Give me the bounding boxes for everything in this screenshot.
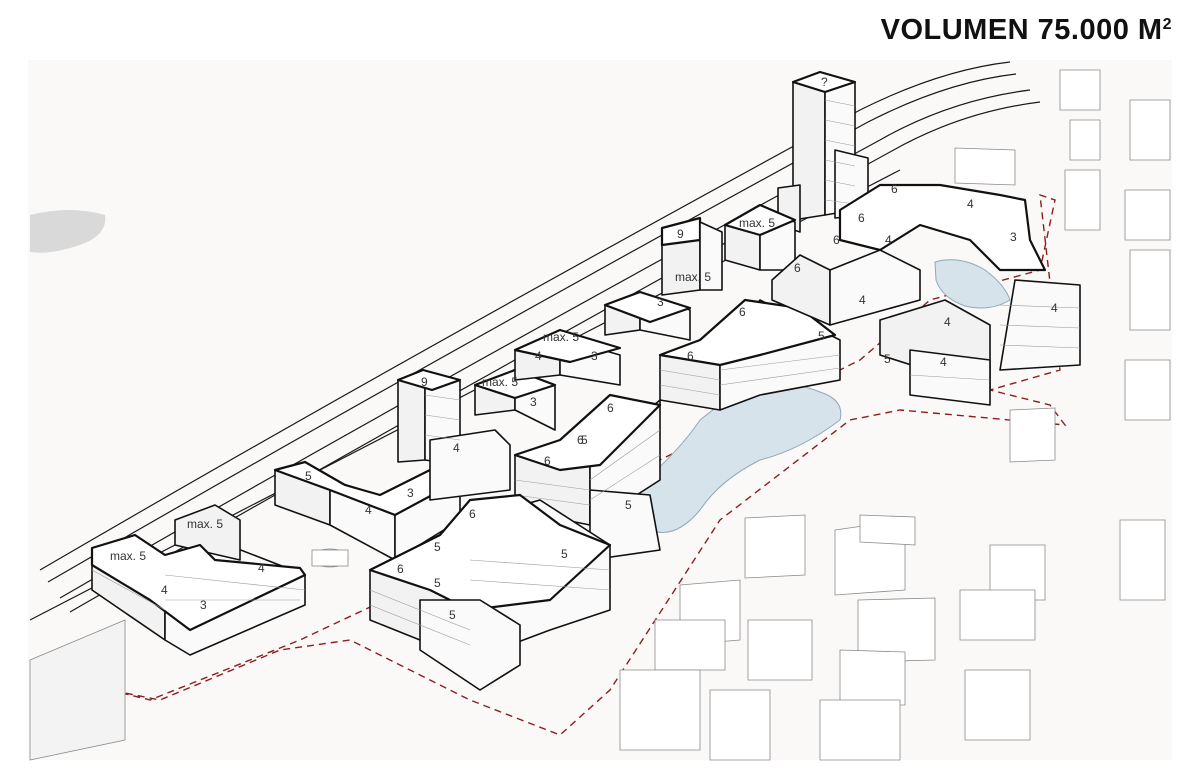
label-l40: 5 (625, 498, 632, 512)
label-l25: 4 (885, 233, 892, 247)
lake-blob (30, 210, 106, 253)
label-south-6: 6 (397, 562, 404, 576)
label-tower: ? (821, 75, 828, 89)
label-l6: 4 (535, 349, 542, 363)
pond-small (934, 259, 1011, 309)
label-l10: 9 (421, 375, 428, 389)
building-block-center (658, 298, 841, 411)
label-l32: 6 (687, 349, 694, 363)
label-l14: 4 (365, 503, 372, 517)
label-l41: 4 (940, 355, 947, 369)
context-buildings (29, 69, 1171, 761)
label-l21: 6 (858, 211, 865, 225)
label-l8: max. 5 (482, 375, 518, 389)
label-l29: 6 (739, 305, 746, 319)
pond-large (636, 383, 842, 533)
label-l9: 3 (530, 395, 537, 409)
label-l17: 4 (258, 561, 265, 575)
label-l15: max. 5 (187, 517, 223, 531)
label-south-5a: 5 (434, 576, 441, 590)
label-l1: max. 5 (739, 216, 775, 230)
label-l11: 4 (453, 441, 460, 455)
label-l26: 4 (859, 293, 866, 307)
building-block-sw (90, 504, 307, 656)
label-l30: 5 (818, 329, 825, 343)
label-l19: 3 (200, 598, 207, 612)
label-l24: 6 (794, 261, 801, 275)
label-l28: 4 (1051, 301, 1058, 315)
volume-title-unit-exponent: 2 (1162, 16, 1172, 33)
label-l33: 5 (884, 352, 891, 366)
building-block-mid-south (513, 393, 662, 561)
label-l31: 4 (944, 315, 951, 329)
label-l4: 3 (657, 295, 664, 309)
volume-title-text: VOLUMEN 75.000 M (880, 14, 1163, 46)
label-l16: max. 5 (110, 549, 146, 563)
label-l7: 3 (591, 349, 598, 363)
proposed-buildings (90, 70, 1081, 691)
building-block-n (603, 216, 723, 341)
building-block-ne-ring (771, 183, 1081, 406)
label-l34: 6 (607, 401, 614, 415)
label-l2: 9 (677, 227, 684, 241)
building-block-ne-small (723, 203, 797, 271)
label-l5: max. 5 (543, 330, 579, 344)
label-l37: 6 (544, 454, 551, 468)
label-l36: 5 (581, 433, 588, 447)
label-l3: max. 5 (675, 270, 711, 284)
building-block-9a (396, 368, 511, 501)
floor-labels: ? max. 5 9 max. 5 3 max. 5 4 3 max. 5 3 … (110, 75, 1058, 622)
label-l13: 5 (305, 469, 312, 483)
label-south-5c: 5 (449, 608, 456, 622)
label-l35: 6 (577, 433, 584, 447)
label-l20: 6 (891, 182, 898, 196)
label-l39: 5 (434, 540, 441, 554)
label-l12: 3 (407, 486, 414, 500)
label-l22: 4 (967, 197, 974, 211)
label-l18: 4 (161, 583, 168, 597)
label-south-5b: 5 (561, 547, 568, 561)
label-l38: 6 (469, 507, 476, 521)
volume-title: VOLUMEN 75.000 M2 (881, 14, 1172, 47)
building-block-south (368, 493, 612, 691)
label-l23: 6 (833, 233, 840, 247)
label-l27: 3 (1010, 230, 1017, 244)
building-block-nw-small (473, 328, 622, 431)
